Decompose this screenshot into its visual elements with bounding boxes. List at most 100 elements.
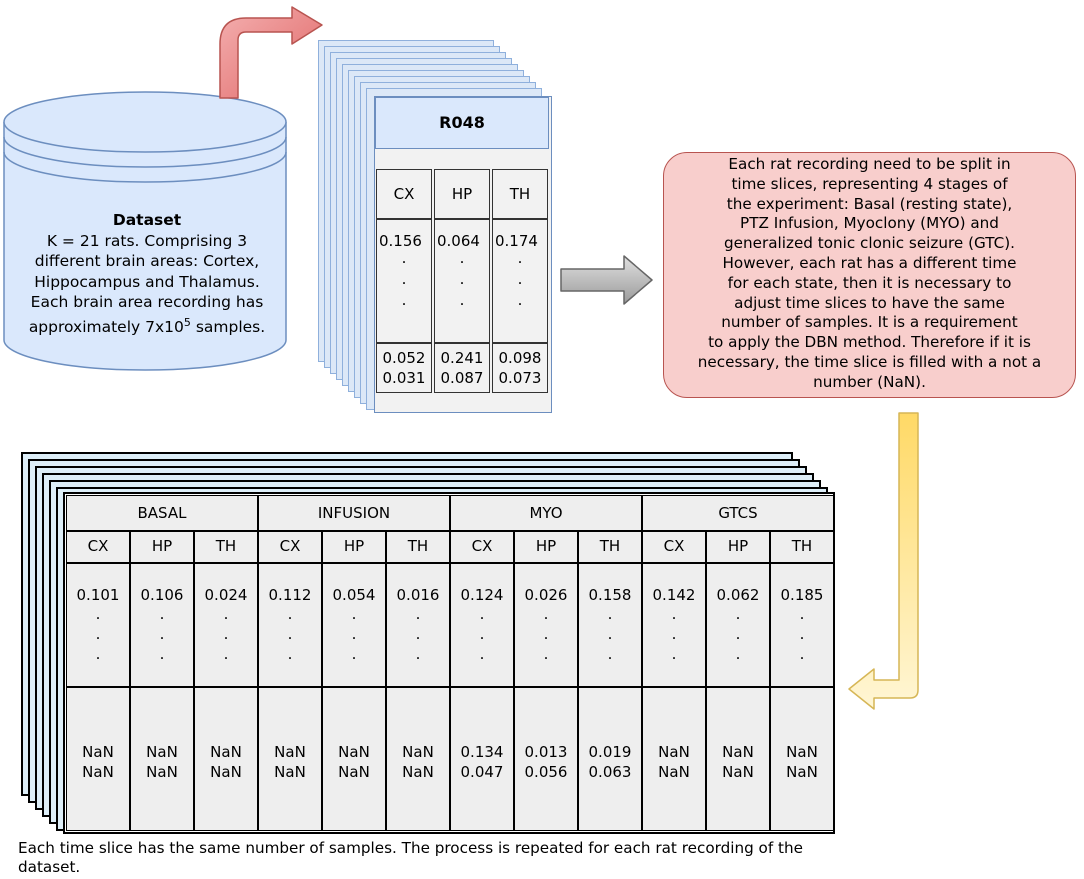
stage-last-value: 0.134 0.047 xyxy=(460,743,504,781)
stage-last-value: NaN NaN xyxy=(338,743,370,781)
stage-header: INFUSION xyxy=(258,495,450,531)
note-line: number (NaN). xyxy=(813,372,926,391)
stage-first-value: 0.054 xyxy=(332,586,376,604)
stage-first-values: 0.158. . . xyxy=(578,563,642,687)
recording-last-value: 0.241 0.087 xyxy=(440,349,484,387)
stage-first-value: 0.024 xyxy=(204,586,248,604)
stage-header: GTCS xyxy=(642,495,834,531)
stage-column-header: HP xyxy=(706,531,770,563)
note-line: for each state, then it is necessary to xyxy=(727,273,1012,292)
stage-ellipsis: . . . xyxy=(95,605,101,663)
stage-first-value: 0.016 xyxy=(396,586,440,604)
recording-last-values: 0.241 0.087 xyxy=(434,343,490,393)
recording-title: R048 xyxy=(375,97,549,149)
stage-ellipsis: . . . xyxy=(607,605,613,663)
note-line: the experiment: Basal (resting state), xyxy=(726,194,1013,213)
dataset-samples-exponent: 5 xyxy=(183,315,191,329)
dataset-cylinder xyxy=(3,91,287,371)
stage-ellipsis: . . . xyxy=(479,605,485,663)
stage-first-value: 0.158 xyxy=(588,586,632,604)
stage-first-values: 0.124. . . xyxy=(450,563,514,687)
recording-first-value: 0.156 xyxy=(379,232,422,250)
stage-header: MYO xyxy=(450,495,642,531)
stage-last-values: NaN NaN xyxy=(706,687,770,831)
stage-last-value: NaN NaN xyxy=(210,743,242,781)
stage-last-values: NaN NaN xyxy=(130,687,194,831)
recording-first-values: 0.174. . . xyxy=(492,219,548,343)
stage-first-values: 0.101. . . xyxy=(66,563,130,687)
stage-first-value: 0.101 xyxy=(76,586,120,604)
stage-ellipsis: . . . xyxy=(351,605,357,663)
stage-column-header: TH xyxy=(770,531,834,563)
recording-last-value: 0.052 0.031 xyxy=(382,349,426,387)
stage-first-value: 0.112 xyxy=(268,586,312,604)
stage-first-values: 0.185. . . xyxy=(770,563,834,687)
stage-first-values: 0.024. . . xyxy=(194,563,258,687)
note-line: However, each rat has a different time xyxy=(722,253,1017,272)
recording-column-header: TH xyxy=(492,169,548,219)
note-line: necessary, the time slice is filled with… xyxy=(697,352,1042,371)
stage-first-values: 0.026. . . xyxy=(514,563,578,687)
stage-column-header: HP xyxy=(322,531,386,563)
yellow-arrow xyxy=(848,412,919,710)
stage-last-value: NaN NaN xyxy=(82,743,114,781)
recording-last-values: 0.098 0.073 xyxy=(492,343,548,393)
stage-first-value: 0.062 xyxy=(716,586,760,604)
note-line: generalized tonic clonic seizure (GTC). xyxy=(724,234,1015,253)
stage-ellipsis: . . . xyxy=(415,605,421,663)
stage-last-value: NaN NaN xyxy=(274,743,306,781)
stage-last-values: NaN NaN xyxy=(386,687,450,831)
stage-last-value: NaN NaN xyxy=(786,743,818,781)
note-line: time slices, representing 4 stages of xyxy=(731,174,1008,193)
red-arrow xyxy=(219,6,323,99)
stage-column-header: HP xyxy=(130,531,194,563)
stage-ellipsis: . . . xyxy=(799,605,805,663)
stage-last-value: NaN NaN xyxy=(146,743,178,781)
dataset-description: K = 21 rats. Comprising 3 different brai… xyxy=(30,231,264,312)
stage-column-header: CX xyxy=(66,531,130,563)
stage-column-header: TH xyxy=(578,531,642,563)
stage-ellipsis: . . . xyxy=(159,605,165,663)
stage-header: BASAL xyxy=(66,495,258,531)
stage-first-values: 0.112. . . xyxy=(258,563,322,687)
recording-ellipsis: . . . xyxy=(401,249,407,309)
stage-first-value: 0.142 xyxy=(652,586,696,604)
stage-last-values: NaN NaN xyxy=(66,687,130,831)
stage-first-values: 0.106. . . xyxy=(130,563,194,687)
stage-column-header: CX xyxy=(258,531,322,563)
stage-last-values: 0.134 0.047 xyxy=(450,687,514,831)
stage-column-header: TH xyxy=(386,531,450,563)
note-line: adjust time slices to have the same xyxy=(734,293,1005,312)
stage-column-header: CX xyxy=(642,531,706,563)
gray-arrow xyxy=(560,255,653,305)
recording-ellipsis: . . . xyxy=(517,249,523,309)
recording-first-value: 0.174 xyxy=(495,232,538,250)
stage-first-value: 0.026 xyxy=(524,586,568,604)
caption: Each time slice has the same number of s… xyxy=(18,839,803,876)
stage-column-header: TH xyxy=(194,531,258,563)
dataset-title: Dataset xyxy=(112,211,182,229)
stage-first-values: 0.054. . . xyxy=(322,563,386,687)
stage-column-header: CX xyxy=(450,531,514,563)
stage-last-values: NaN NaN xyxy=(642,687,706,831)
stage-ellipsis: . . . xyxy=(543,605,549,663)
stage-last-value: 0.019 0.063 xyxy=(588,743,632,781)
stage-last-values: NaN NaN xyxy=(194,687,258,831)
recording-first-values: 0.064. . . xyxy=(434,219,490,343)
recording-column-header: CX xyxy=(376,169,432,219)
stage-ellipsis: . . . xyxy=(735,605,741,663)
dataset-samples-prefix: approximately 7x10 xyxy=(28,317,184,336)
stage-first-value: 0.185 xyxy=(780,586,824,604)
stage-last-values: 0.019 0.063 xyxy=(578,687,642,831)
stage-last-value: 0.013 0.056 xyxy=(524,743,568,781)
note-line: Each rat recording need to be split in xyxy=(728,155,1011,173)
note-line: PTZ Infusion, Myoclony (MYO) and xyxy=(740,214,999,233)
stage-ellipsis: . . . xyxy=(223,605,229,663)
dataset-label: Dataset K = 21 rats. Comprising 3 differ… xyxy=(12,210,282,337)
recording-column-header: HP xyxy=(434,169,490,219)
stage-last-values: 0.013 0.056 xyxy=(514,687,578,831)
recording-first-values: 0.156. . . xyxy=(376,219,432,343)
stage-first-value: 0.106 xyxy=(140,586,184,604)
